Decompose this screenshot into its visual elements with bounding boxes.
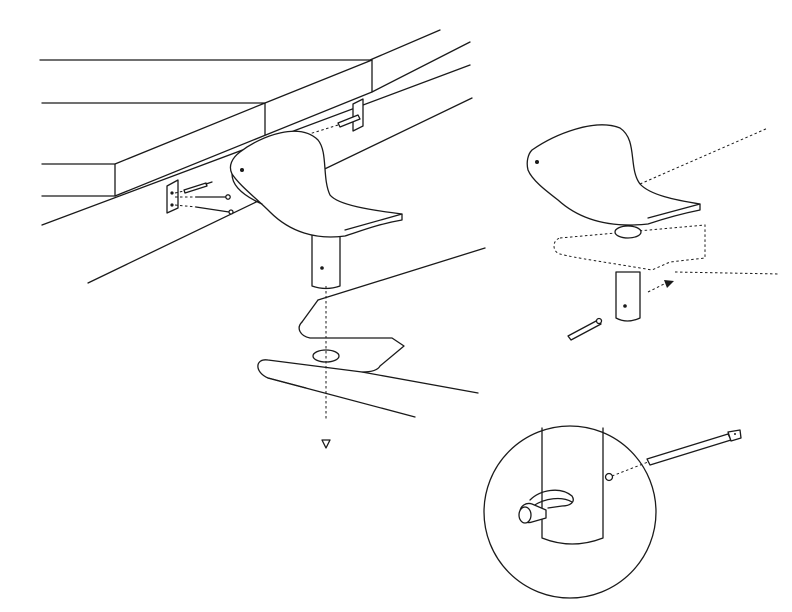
screw-lower [174,204,234,215]
floor-plate [257,247,486,449]
screw-upper [174,181,213,194]
mounted-seat-view [526,124,781,341]
left-bracket [166,179,234,215]
seat-assembly [229,130,403,290]
screw-middle [175,194,231,200]
cotter-pin [646,429,742,466]
retaining-pin [567,317,603,341]
clevis-clip [518,489,574,524]
main-assembly-view [39,29,486,449]
mounted-post [615,271,641,322]
pin-detail-view [483,425,742,599]
